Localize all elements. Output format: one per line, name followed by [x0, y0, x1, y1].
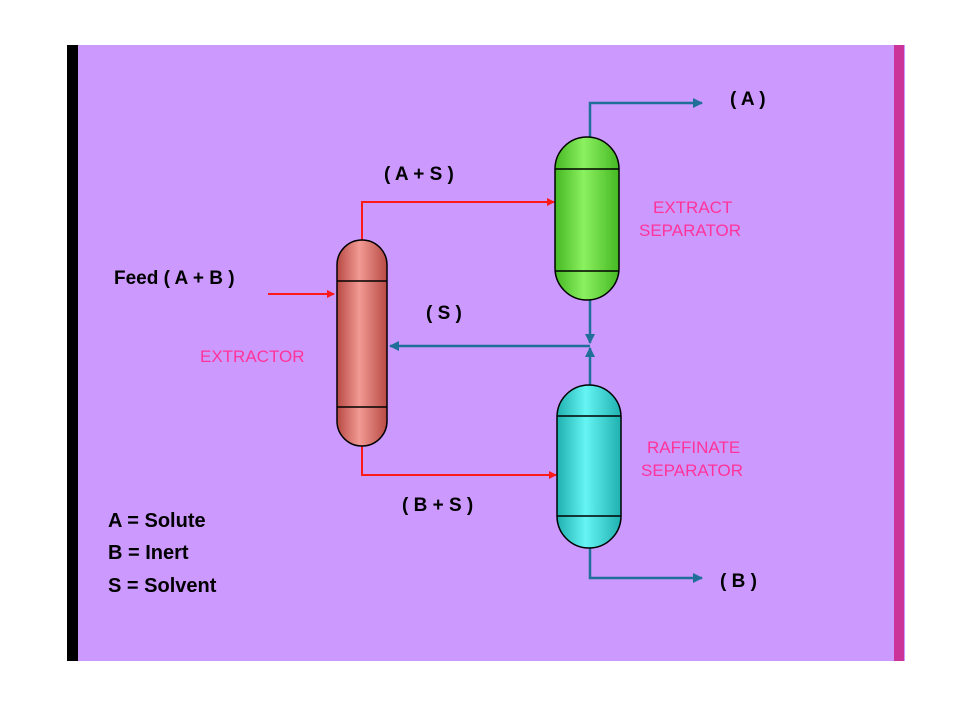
product-a-label: ( A )	[730, 89, 766, 110]
left-border	[67, 45, 78, 661]
product-a-arrow	[588, 98, 703, 138]
stream-s-label: ( S )	[426, 303, 462, 324]
diagram-background	[67, 45, 905, 661]
feed-label: Feed ( A + B )	[114, 268, 235, 289]
raffinate-separator-label-line2: SEPARATOR	[641, 461, 743, 480]
raffinate-separator-vessel	[556, 384, 622, 549]
extract-separator-vessel	[554, 136, 620, 301]
extract-separator-label-line2: SEPARATOR	[639, 221, 741, 240]
legend-item-solute: A = Solute	[108, 510, 206, 532]
product-b-label: ( B )	[720, 571, 757, 592]
stream-as-label: ( A + S )	[384, 164, 454, 185]
product-b-arrow	[588, 546, 703, 583]
extract-stream-arrow	[361, 198, 555, 242]
legend-item-inert: B = Inert	[108, 542, 189, 564]
legend: A = Solute B = Inert S = Solvent	[108, 510, 217, 597]
extractor-column	[336, 239, 388, 447]
right-border	[894, 45, 904, 661]
extract-separator-label-line1: EXTRACT	[653, 198, 732, 217]
legend-item-solvent: S = Solvent	[108, 575, 217, 597]
raffinate-separator-label-line1: RAFFINATE	[647, 438, 740, 457]
stream-bs-label: ( B + S )	[402, 495, 473, 516]
raffinate-stream-arrow	[361, 444, 557, 479]
extractor-label: EXTRACTOR	[200, 347, 305, 366]
